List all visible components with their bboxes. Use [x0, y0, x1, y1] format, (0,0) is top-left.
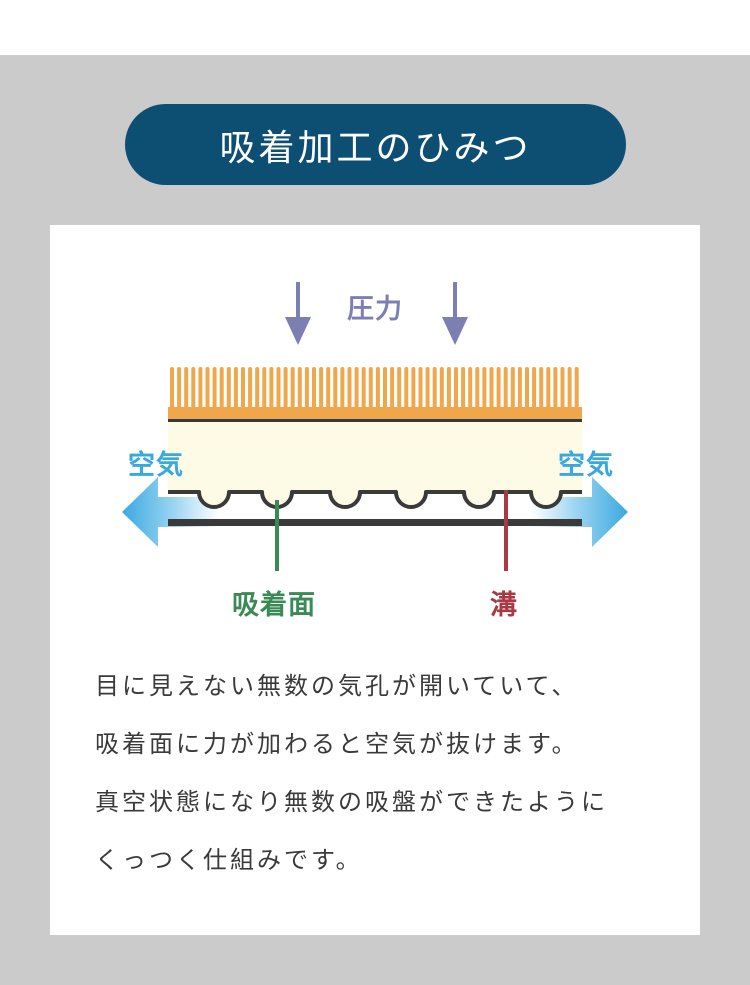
bristle [525, 367, 529, 411]
bristle [290, 367, 295, 411]
description-line-4: くっつく仕組みです。 [95, 846, 363, 874]
air-label-left: 空気 [128, 450, 184, 481]
bristle [411, 367, 416, 411]
bristle [468, 367, 473, 411]
description-line-1: 目に見えない無数の気孔が開いていて、 [95, 672, 579, 700]
bristle [269, 367, 274, 411]
bristle-base [168, 407, 582, 419]
bristle [425, 367, 430, 411]
bristle [340, 367, 345, 411]
bristle [404, 367, 409, 411]
bristle [354, 367, 359, 411]
suction-diagram [122, 282, 628, 571]
bristle [212, 367, 217, 411]
bristle [496, 367, 501, 411]
bristle [319, 367, 324, 411]
bristle [517, 367, 522, 411]
description-line-2: 吸着面に力が加わると空気が抜けます。 [95, 730, 579, 758]
bristle [283, 367, 288, 411]
bristle [539, 367, 544, 411]
title-banner: 吸着加工のひみつ [125, 104, 626, 185]
bristle [226, 367, 231, 411]
bristle [375, 367, 380, 411]
bristle [191, 367, 196, 411]
suction-surface-outline [168, 490, 582, 509]
floor-line [168, 519, 582, 526]
groove-label: 溝 [490, 590, 518, 621]
bristle [553, 367, 558, 411]
bristle [326, 367, 331, 411]
page-title: 吸着加工のひみつ [219, 127, 532, 169]
bristle [532, 367, 537, 411]
bristle [248, 367, 253, 411]
bristle [383, 367, 387, 411]
bristle [439, 367, 444, 411]
bristle [233, 367, 238, 411]
bristle [397, 367, 402, 411]
bristle [546, 367, 551, 411]
bristle [170, 367, 174, 411]
pressure-label: 圧力 [347, 294, 403, 325]
description: 目に見えない無数の気孔が開いていて、 吸着面に力が加わると空気が抜けます。 真空… [95, 657, 685, 889]
bristle [475, 367, 480, 411]
air-arrow-left-icon [122, 477, 220, 547]
bristle [297, 367, 302, 411]
bristle [390, 367, 395, 411]
bristle [276, 367, 281, 411]
bristle [560, 367, 565, 411]
air-label-right: 空気 [558, 450, 614, 481]
bristle [205, 367, 210, 411]
bristle [368, 367, 373, 411]
bristle [312, 367, 316, 411]
bristle [361, 367, 366, 411]
bristle [503, 367, 508, 411]
bristle [198, 367, 203, 411]
bristle [454, 367, 458, 411]
bristle [177, 367, 182, 411]
bristle [446, 367, 451, 411]
bristle [241, 367, 245, 411]
bristle [184, 367, 189, 411]
bristle [567, 367, 572, 411]
bristle [461, 367, 466, 411]
pressure-arrow-left-icon [285, 282, 311, 345]
carpet-bristles [170, 367, 579, 411]
suction-surface-label: 吸着面 [232, 590, 316, 621]
absorbent-pad [168, 422, 582, 492]
bristle-line [168, 419, 582, 422]
bristle [347, 367, 352, 411]
bristle [255, 367, 260, 411]
air-arrow-right-icon [530, 477, 628, 547]
bristle [304, 367, 309, 411]
bristle [489, 367, 494, 411]
bristle [482, 367, 487, 411]
bristle [432, 367, 437, 411]
bristle [219, 367, 224, 411]
bristle [574, 367, 579, 411]
bristle [510, 367, 515, 411]
pressure-arrow-right-icon [442, 282, 468, 345]
bristle [262, 367, 267, 411]
bristle [333, 367, 338, 411]
content-card: 圧力 空気 空気 吸着面 溝 目に見えない無数の気孔が開いていて、 吸着面に力が… [50, 225, 700, 935]
bristle [418, 367, 423, 411]
description-line-3: 真空状態になり無数の吸盤ができたように [95, 788, 608, 816]
